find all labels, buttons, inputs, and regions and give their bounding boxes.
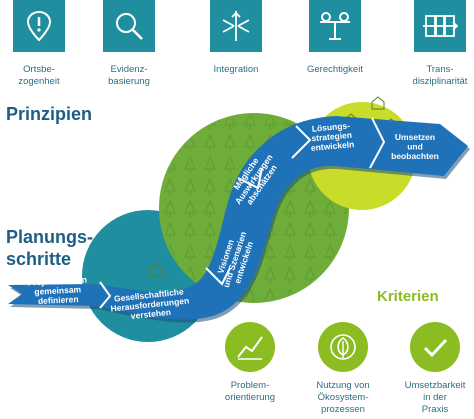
leaf-icon	[318, 322, 368, 372]
converging-arrows-icon	[210, 0, 262, 52]
rising-graph-icon	[225, 322, 275, 372]
criterion-label: Nutzung von Ökosystem- prozessen	[316, 380, 370, 415]
balance-scale-icon	[309, 0, 361, 52]
checkmark-icon	[410, 322, 460, 372]
criterion-oekosystemprozesse: Nutzung von Ökosystem- prozessen	[304, 322, 382, 416]
principle-label: Gerechtigkeit	[307, 64, 363, 75]
principle-integration: Integration	[191, 0, 281, 76]
magnifier-icon	[103, 0, 155, 52]
principles-heading: Prinzipien	[6, 104, 93, 124]
criterion-umsetzbarkeit: Umsetzbarkeit in der Praxis	[396, 322, 474, 416]
planning-arrow	[8, 116, 468, 320]
principle-transdisziplinaritaet: Trans- disziplinarität	[395, 0, 474, 88]
principle-gerechtigkeit: Gerechtigkeit	[290, 0, 380, 76]
principle-ortsbezogenheit: Ortsbe- zogenheit	[0, 0, 84, 88]
stacked-panels-icon	[414, 0, 466, 52]
step-label: Lösungs-strategienentwickeln	[309, 120, 355, 153]
criterion-label: Umsetzbarkeit in der Praxis	[404, 380, 466, 415]
principle-label: Trans- disziplinarität	[412, 64, 468, 87]
principle-label: Evidenz- basierung	[108, 64, 150, 87]
criterion-label: Problem- orientierung	[224, 380, 276, 403]
planning-steps-heading: Planungs- schritte	[6, 227, 94, 269]
criteria-heading: Kriterien	[377, 288, 439, 305]
principle-label: Integration	[213, 64, 259, 75]
step-label: Projektrahmengemeinsamdefinieren	[27, 274, 88, 306]
principle-evidenzbasierung: Evidenz- basierung	[84, 0, 174, 88]
location-pin-icon	[13, 0, 65, 52]
criterion-problemorientierung: Problem- orientierung	[211, 322, 289, 404]
principle-label: Ortsbe- zogenheit	[18, 64, 60, 87]
